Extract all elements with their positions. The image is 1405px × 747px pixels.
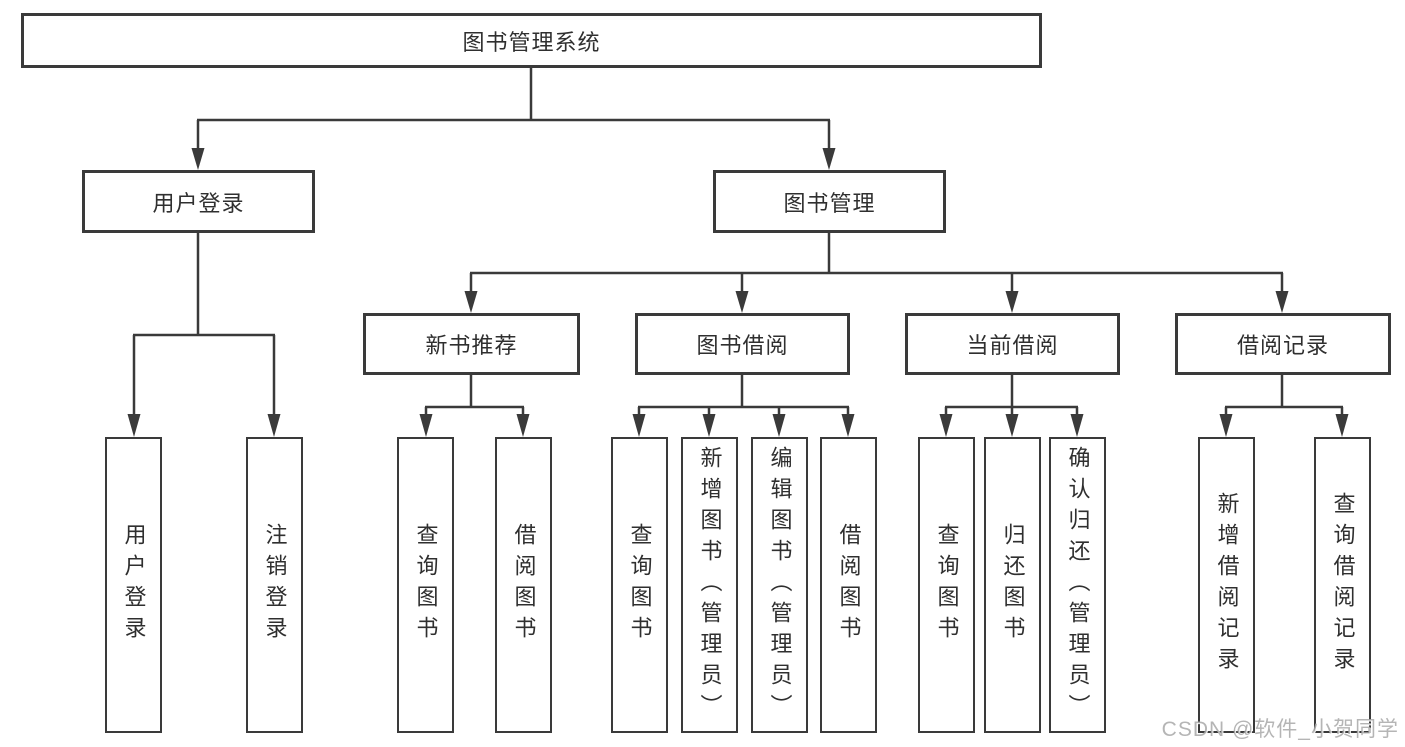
node-user-login: 用户登录 [82, 170, 315, 233]
node-label: 借阅图书 [511, 523, 537, 647]
node-label: 图书管理系统 [462, 29, 601, 55]
node-label: 查询图书 [934, 523, 960, 647]
leaf-borrow-books-recommend: 借阅图书 [495, 437, 552, 733]
node-label: 注销登录 [262, 523, 288, 647]
leaf-query-books-borrowing: 查询图书 [611, 437, 668, 733]
node-label: 编辑图书（管理员） [767, 445, 793, 725]
leaf-add-books-admin: 新增图书（管理员） [681, 437, 738, 733]
connector-borrowing-to-leaves [632, 375, 855, 437]
node-label: 查询借阅记录 [1330, 492, 1356, 678]
node-current-borrowing: 当前借阅 [905, 313, 1120, 375]
connector-newbooks-to-leaves [419, 375, 530, 437]
leaf-add-borrow-record: 新增借阅记录 [1198, 437, 1255, 733]
node-label: 新增图书（管理员） [697, 445, 723, 725]
connector-root-to-level2 [191, 68, 836, 170]
leaf-confirm-return-admin: 确认归还（管理员） [1049, 437, 1106, 733]
node-book-borrowing: 图书借阅 [635, 313, 850, 375]
node-borrowing-records: 借阅记录 [1175, 313, 1391, 375]
node-label: 图书借阅 [696, 333, 789, 358]
leaf-return-books: 归还图书 [984, 437, 1041, 733]
leaf-query-books-recommend: 查询图书 [397, 437, 454, 733]
csdn-watermark: CSDN @软件_小贺同学 [1161, 718, 1399, 741]
node-label: 确认归还（管理员） [1065, 445, 1091, 725]
leaf-query-books-current: 查询图书 [918, 437, 975, 733]
node-label: 新书推荐 [425, 333, 518, 358]
leaf-borrow-books: 借阅图书 [820, 437, 877, 733]
node-label: 查询图书 [413, 523, 439, 647]
node-label: 用户登录 [121, 523, 147, 647]
connector-userlogin-to-leaves [127, 233, 281, 437]
node-library-management-system: 图书管理系统 [21, 13, 1042, 68]
leaf-edit-books-admin: 编辑图书（管理员） [751, 437, 808, 733]
node-label: 归还图书 [1000, 523, 1026, 647]
connector-bookmgmt-to-level3 [464, 233, 1289, 313]
connector-records-to-leaves [1219, 375, 1349, 437]
node-label: 借阅图书 [836, 523, 862, 647]
node-label: 图书管理 [783, 190, 876, 216]
leaf-query-borrow-record: 查询借阅记录 [1314, 437, 1371, 733]
node-label: 借阅记录 [1236, 333, 1329, 358]
node-book-management: 图书管理 [713, 170, 946, 233]
leaf-logout: 注销登录 [246, 437, 303, 733]
leaf-user-login: 用户登录 [105, 437, 162, 733]
node-label: 当前借阅 [966, 333, 1059, 358]
node-label: 用户登录 [152, 190, 245, 216]
node-label: 查询图书 [627, 523, 653, 647]
connector-current-to-leaves [939, 375, 1084, 437]
node-label: 新增借阅记录 [1214, 492, 1240, 678]
node-new-book-recommend: 新书推荐 [363, 313, 580, 375]
